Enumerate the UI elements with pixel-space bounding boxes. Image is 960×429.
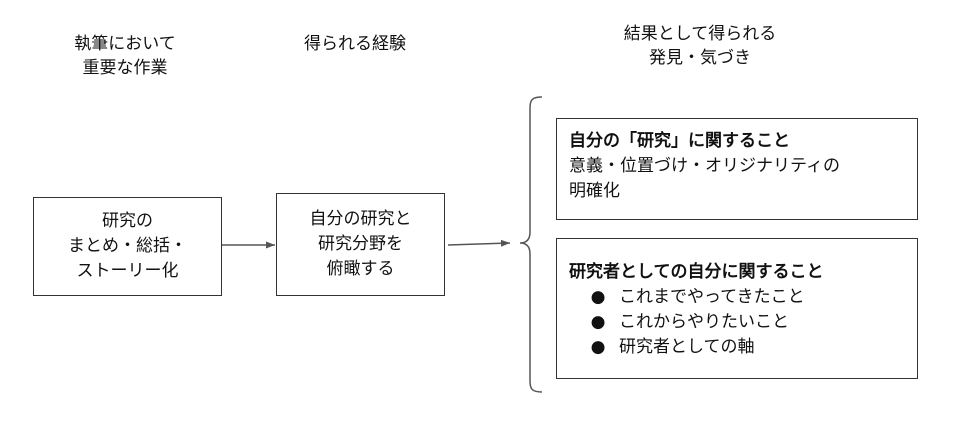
- result-list: ● これまでやってきたこと ● これからやりたいこと ● 研究者としての軸: [569, 285, 905, 360]
- result-box-self-as-researcher: 研究者としての自分に関すること ● これまでやってきたこと ● これからやりたい…: [556, 238, 918, 379]
- box-line: 自分の研究と: [309, 209, 412, 229]
- header-line: 執筆において: [74, 34, 176, 54]
- box-line: まとめ・総括・: [68, 236, 187, 256]
- box-line: ストーリー化: [76, 261, 179, 281]
- header-important-work: 執筆において 重要な作業: [50, 32, 200, 80]
- bullet-icon: ●: [590, 287, 606, 307]
- header-line: 得られる経験: [304, 34, 406, 54]
- list-item-text: これまでやってきたこと: [619, 287, 805, 307]
- result-title: 研究者としての自分に関すること: [569, 262, 824, 282]
- results-brace: [519, 96, 543, 393]
- header-line: 重要な作業: [82, 58, 168, 78]
- header-experience: 得られる経験: [270, 32, 440, 56]
- header-findings: 結果として得られる 発見・気づき: [590, 22, 810, 70]
- header-line: 結果として得られる: [623, 24, 777, 44]
- box-summarize-research: 研究の まとめ・総括・ ストーリー化: [33, 197, 222, 296]
- bullet-icon: ●: [590, 312, 606, 332]
- result-box-research: 自分の「研究」に関すること 意義・位置づけ・オリジナリティの 明確化: [556, 118, 918, 220]
- result-title: 自分の「研究」に関すること: [569, 131, 790, 151]
- box-overview-field: 自分の研究と 研究分野を 俯瞰する: [276, 193, 445, 296]
- list-item: ● 研究者としての軸: [569, 335, 905, 360]
- list-item-text: 研究者としての軸: [619, 337, 755, 357]
- bullet-icon: ●: [590, 337, 606, 357]
- list-item: ● これまでやってきたこと: [569, 285, 905, 310]
- box-line: 研究分野を: [318, 234, 403, 254]
- list-item-text: これからやりたいこと: [619, 312, 789, 332]
- list-item: ● これからやりたいこと: [569, 310, 905, 335]
- result-line: 明確化: [569, 181, 620, 201]
- result-line: 意義・位置づけ・オリジナリティの: [569, 156, 840, 176]
- box-line: 研究の: [102, 211, 153, 231]
- header-line: 発見・気づき: [649, 48, 751, 68]
- arrow-box2-to-results: [447, 239, 511, 247]
- box-line: 俯瞰する: [326, 259, 395, 279]
